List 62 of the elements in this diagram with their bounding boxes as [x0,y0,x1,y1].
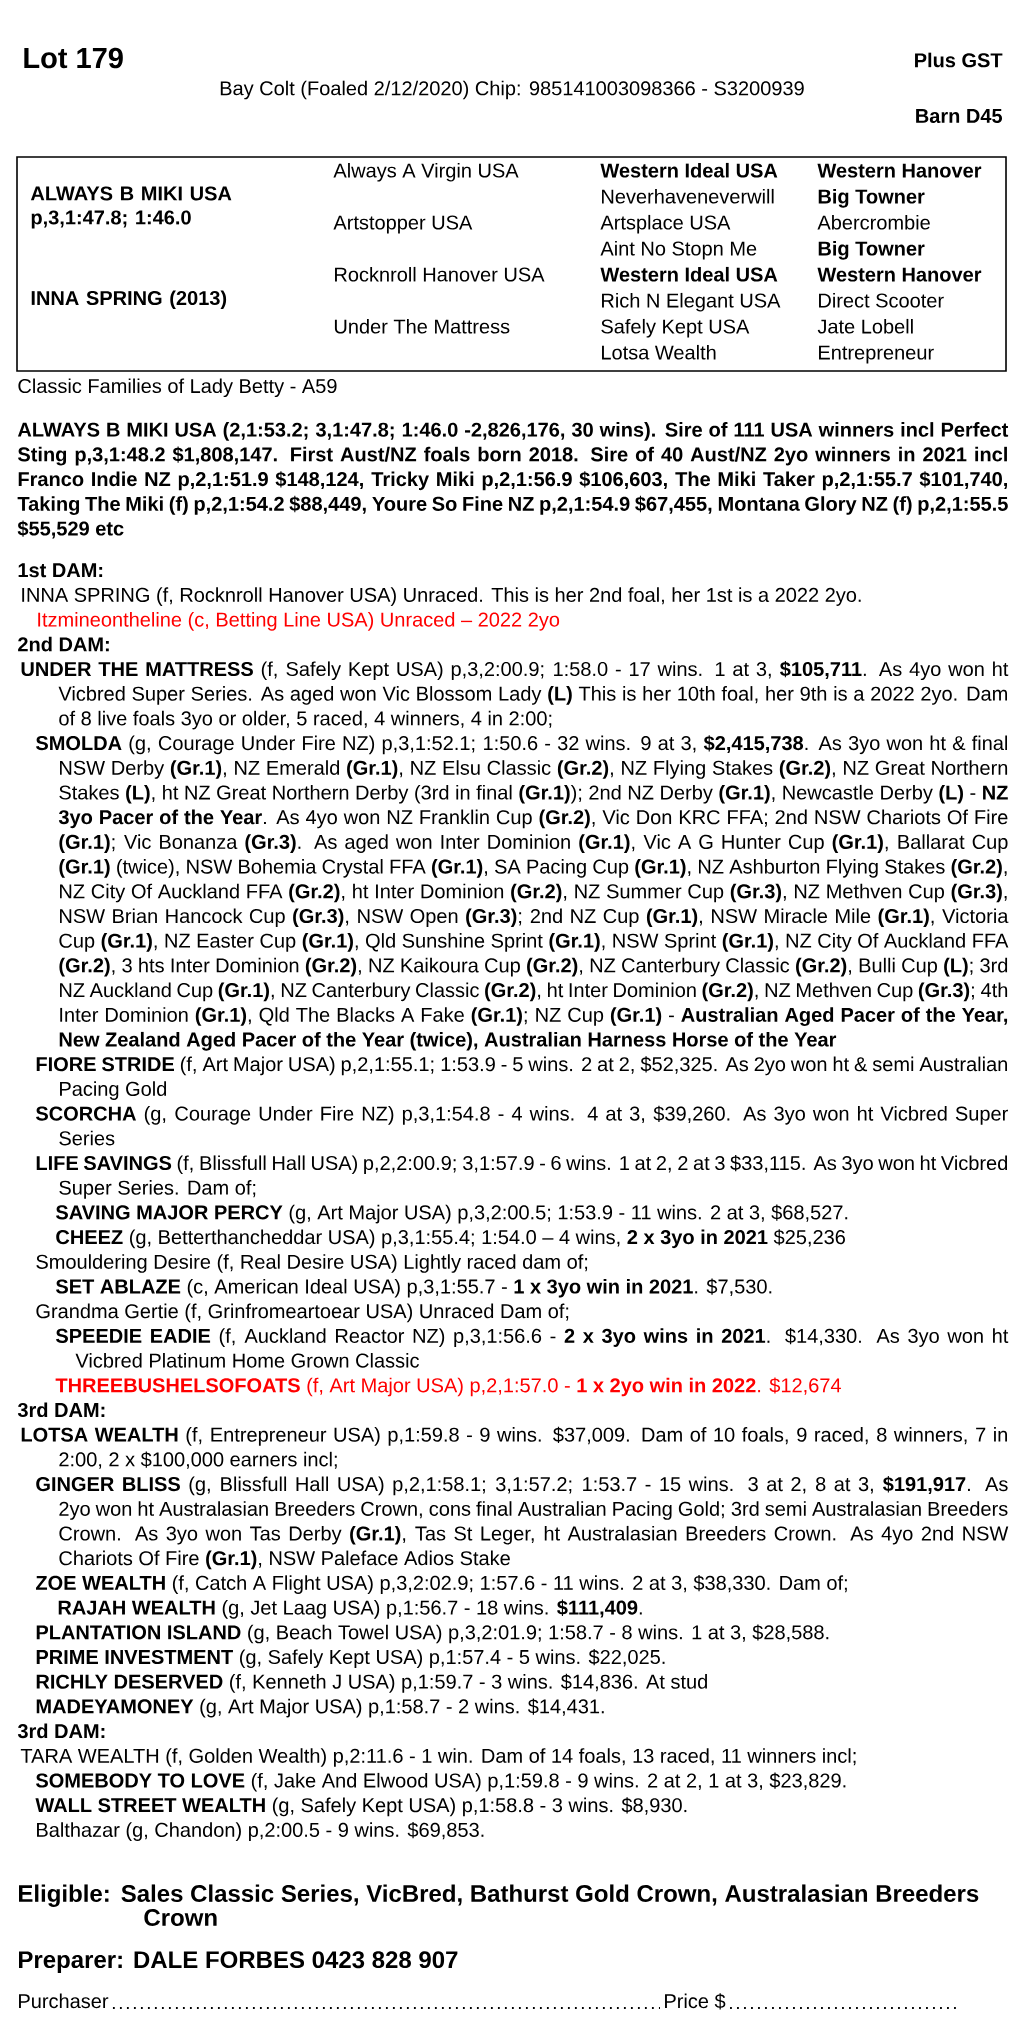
progeny-entry: SET ABLAZE (c, American Ideal USA) p,3,1:55.7 - 1 x 3yo win in 2021. $7,530. [55,1278,772,1298]
preparer-note: Preparer: DALE FORBES 0423 828 907 [19,1951,458,1973]
pedigree-cell: Rich N Elegant USA [602,292,781,312]
progeny-entry: SPEEDIE EADIE (f, Auckland Reactor NZ) p,3,1:56.6 - 2 x 3yo wins in 2021. $14,330. As 3yo won ht Vicbred Platinum Home Grown Classic [55,1328,1009,1368]
progeny-entry: FIORE STRIDE (f, Art Major USA) p,2,1:55.1; 1:53.9 - 5 wins. 2 at 2, $52,325. As 2yo won ht & semi Australian Pacing Gold [36,1056,1007,1100]
pedigree-cell: Always A Virgin USA [333,162,519,182]
field-label: Purchaser [19,1993,109,2009]
pedigree-cell: Western Hanover [817,267,982,282]
progeny-entry: Smouldering Desire (f, Real Desire USA) Lightly raced dam of; [36,1254,588,1273]
progeny-entry: MADEYAMONEY (g, Art Major USA) p,1:58.7 - 2 wins. $14,431. [36,1698,604,1718]
dam-entry: INNA SPRING (f, Rocknroll Hanover USA) Unraced. This is her 2nd foal, her 1st is a 2022 2yo. [22,587,861,606]
pedigree-cell: Aint No Stopn Me [600,240,757,260]
horse-details: Bay Colt (Foaled 2/12/2020) Chip: 985141003098366 - S3200939 [220,80,804,100]
pedigree-cell: Artsplace USA [600,214,731,234]
pedigree-cell: Entrepreneur [819,345,934,364]
pedigree-cell: Jate Lobell [817,318,913,334]
pedigree-cell: Under The Mattress [334,318,510,334]
progeny-entry: ZOE WEALTH (f, Catch A Flight USA) p,3,2:02.9; 1:57.6 - 11 wins. 2 at 3, $38,330. Dam of; [36,1575,847,1594]
pedigree-cell: Rocknroll Hanover USA [335,266,545,282]
barn-number: Barn D45 [916,109,1002,123]
family-note: Classic Families of Lady Betty - A59 [18,378,337,398]
pedigree-cell: Neverhaveneverwill [602,188,774,204]
progeny-entry: CHEEZ (g, Betterthancheddar USA) p,3,1:55.4; 1:54.0 – 4 wins, 2 x 3yo in 2021 $25,236 [56,1229,845,1249]
pedigree-cell: ALWAYS B MIKI USA p,3,1:47.8; 1:46.0 [30,186,232,229]
progeny-entry: SMOLDA (g, Courage Under Fire NZ) p,3,1:52.1; 1:50.6 - 32 wins. 9 at 3, $2,415,738. As 3yo won ht & final NSW Derby (Gr.1), NZ Emerald (Gr.1), NZ Elsu Classic (Gr.2), NZ Flying Stakes (Gr.2), NZ Great Northern Stakes (L), ht NZ Great Northern Derby (3rd in final (Gr.1)); 2nd NZ Derby (Gr.1), Newcastle Derby (L) - NZ 3yo Pacer of the Year. As 4yo won NZ Franklin Cup (Gr.2), Vic Don KRC FFA; 2nd NSW Chariots Of Fire (Gr.1); Vic Bonanza (Gr.3). As aged won Inter Dominion (Gr.1), Vic A G Hunter Cup (Gr.1), Ballarat Cup (Gr.1) (twice), NSW Bohemia Crystal FFA (Gr.1), SA Pacing Cup (Gr.1), NZ Ashburton Flying Stakes (Gr.2), NZ City Of Auckland FFA (Gr.2), ht Inter Dominion (Gr.2), NZ Summer Cup (Gr.3), NZ Methven Cup (Gr.3), NSW Brian Hancock Cup (Gr.3), NSW Open (Gr.3); 2nd NZ Cup (Gr.1), NSW Miracle Mile (Gr.1), Victoria Cup (Gr.1), NZ Easter Cup (Gr.1), Qld Sunshine Sprint (Gr.1), NSW Sprint (Gr.1), NZ City Of Auckland FFA (Gr.2), 3 hts Inter Dominion (Gr.2), NZ Kaikoura Cup (Gr.2), NZ Canterbury Classic (Gr.2), Bulli Cup (L); 3rd NZ Auckland Cup (Gr.1), NZ Canterbury Classic (Gr.2), ht Inter Dominion (Gr.2), NZ Methven Cup (Gr.3); 4th Inter Dominion (Gr.1), Qld The Blacks A Fake (Gr.1); NZ Cup (Gr.1) - Australian Aged Pacer of the Year, New Zealand Aged Pacer of the Year (twice), Australian Harness Horse of the Year [35,735,1009,1051]
pedigree-cell: INNA SPRING (2013) [31,290,227,310]
dam-entry: TARA WEALTH (f, Golden Wealth) p,2:11.6 - 1 win. Dam of 14 foals, 13 raced, 11 winners incl; [20,1748,856,1767]
tax-note: Plus GST [915,52,1003,68]
progeny-entry: SAVING MAJOR PERCY (g, Art Major USA) p,3,2:00.5; 1:53.9 - 11 wins. 2 at 3, $68,527. [55,1204,848,1224]
pedigree-cell: Big Towner [818,240,925,260]
progeny-entry: SOMEBODY TO LOVE (f, Jake And Elwood USA) p,1:59.8 - 9 wins. 2 at 2, 1 at 3, $23,829. [35,1772,846,1792]
pedigree-cell: Direct Scooter [819,292,944,308]
section-heading: 1st DAM: [18,563,103,578]
section-heading: 3rd DAM: [17,1723,105,1739]
progeny-entry: THREEBUSHELSOFOATS (f, Art Major USA) p,2,1:57.0 - 1 x 2yo win in 2022. $12,674 [55,1377,841,1397]
progeny-entry: Balthazar (g, Chandon) p,2:00.5 - 9 wins. $69,853. [37,1822,484,1841]
foal-entry: Itzmineontheline (c, Betting Line USA) Unraced – 2022 2yo [38,612,560,631]
progeny-entry: RAJAH WEALTH (g, Jet Laag USA) p,1:56.7 - 18 wins. $111,409. [58,1599,642,1619]
progeny-entry: PRIME INVESTMENT (g, Safely Kept USA) p,1:57.4 - 5 wins. $22,025. [36,1649,665,1669]
lot-heading: Lot 179 [24,47,123,69]
section-heading: 3rd DAM: [17,1402,105,1418]
progeny-entry: RICHLY DESERVED (f, Kenneth J USA) p,1:59.7 - 3 wins. $14,836. At stud [36,1673,707,1693]
progeny-entry: Grandma Gertie (f, Grinfromeartoear USA) Unraced Dam of; [36,1303,569,1323]
pedigree-cell: Western Ideal USA [600,266,778,282]
pedigree-cell: Western Ideal USA [600,162,778,178]
sire-summary: ALWAYS B MIKI USA (2,1:53.2; 3,1:47.8; 1:46.0 -2,826,176, 30 wins). Sire of 111 USA winners incl Perfect Sting p,3,1:48.2 $1,808,147. First Aust/NZ foals born 2018. Sire of 40 Aust/NZ 2yo winners in 2021 incl Franco Indie NZ p,2,1:51.9 $148,124, Tricky Miki p,2,1:56.9 $106,603, The Miki Taker p,2,1:55.7 $101,740, Taking The Miki (f) p,2,1:54.2 $88,449, Youre So Fine NZ p,2,1:54.9 $67,455, Montana Glory NZ (f) p,2,1:55.5 $55,529 etc [17,422,1009,539]
progeny-entry: SCORCHA (g, Courage Under Fire NZ) p,3,1:54.8 - 4 wins. 4 at 3, $39,260. As 3yo won ht Vicbred Super Series [35,1105,1008,1146]
dam-entry: UNDER THE MATTRESS (f, Safely Kept USA) p,3,2:00.9; 1:58.0 - 17 wins. 1 at 3, $105,711. As 4yo won ht Vicbred Super Series. As aged won Vic Blossom Lady (L) This is her 10th foal, her 9th is a 2022 2yo. Dam of 8 live foals 3yo or older, 5 raced, 4 winners, 4 in 2:00; [21,661,1009,730]
progeny-entry: GINGER BLISS (g, Blissfull Hall USA) p,2,1:58.1; 3,1:57.2; 1:53.7 - 15 wins. 3 at 2, 8 at 3, $191,917. As 2yo won ht Australasian Breeders Crown, cons final Australian Pacing Gold; 3rd semi Australasian Breeders Crown. As 3yo won Tas Derby (Gr.1), Tas St Leger, ht Australasian Breeders Crown. As 4yo 2nd NSW Chariots Of Fire (Gr.1), NSW Paleface Adios Stake [36,1476,1009,1570]
pedigree-cell: Abercrombie [817,214,930,230]
eligibility-note: Eligible: Sales Classic Series, VicBred, Bathurst Gold Crown, Australasian Breeders Crown [19,1884,979,1926]
pedigree-cell: Safely Kept USA [601,318,750,338]
pedigree-cell: Western Hanover [817,163,982,178]
progeny-entry: PLANTATION ISLAND (g, Beach Towel USA) p,3,2:01.9; 1:58.7 - 8 wins. 1 at 3, $28,588. [36,1624,829,1644]
pedigree-cell: Artstopper USA [333,215,473,234]
progeny-entry: WALL STREET WEALTH (g, Safely Kept USA) p,1:58.8 - 3 wins. $8,930. [35,1797,687,1817]
dam-entry: LOTSA WEALTH (f, Entrepreneur USA) p,1:59.8 - 9 wins. $37,009. Dam of 10 foals, 9 raced, 8 winners, 7 in 2:00, 2 x $100,000 earners incl; [21,1426,1007,1469]
pedigree-cell: Lotsa Wealth [602,344,716,360]
section-heading: 2nd DAM: [18,636,109,652]
field-label: Price $ [665,1993,726,2010]
progeny-entry: LIFE SAVINGS (f, Blissfull Hall USA) p,2,2:00.9; 3,1:57.9 - 6 wins. 1 at 2, 2 at 3 $33,115. As 3yo won ht Vicbred Super Series. Dam of; [36,1155,1008,1199]
pedigree-cell: Big Towner [818,188,925,208]
